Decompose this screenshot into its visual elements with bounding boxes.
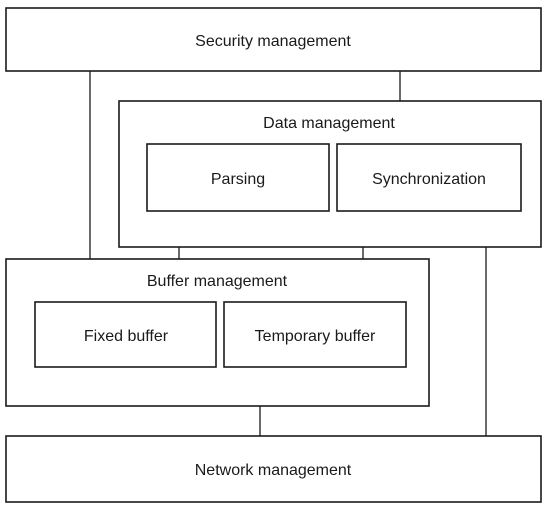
fixed-buffer-box: Fixed buffer xyxy=(34,301,217,368)
security-management-box: Security management xyxy=(5,7,542,72)
temporary-buffer-box: Temporary buffer xyxy=(223,301,407,368)
data-management-label: Data management xyxy=(263,115,395,132)
network-management-label: Network management xyxy=(195,462,352,479)
temporary-buffer-label: Temporary buffer xyxy=(255,328,376,345)
network-management-box: Network management xyxy=(5,435,542,503)
security-management-label: Security management xyxy=(195,33,351,50)
parsing-label: Parsing xyxy=(211,171,265,188)
buffer-management-label: Buffer management xyxy=(147,273,288,290)
fixed-buffer-label: Fixed buffer xyxy=(84,328,169,345)
synchronization-box: Synchronization xyxy=(336,143,522,212)
parsing-box: Parsing xyxy=(146,143,330,212)
synchronization-label: Synchronization xyxy=(372,171,486,188)
